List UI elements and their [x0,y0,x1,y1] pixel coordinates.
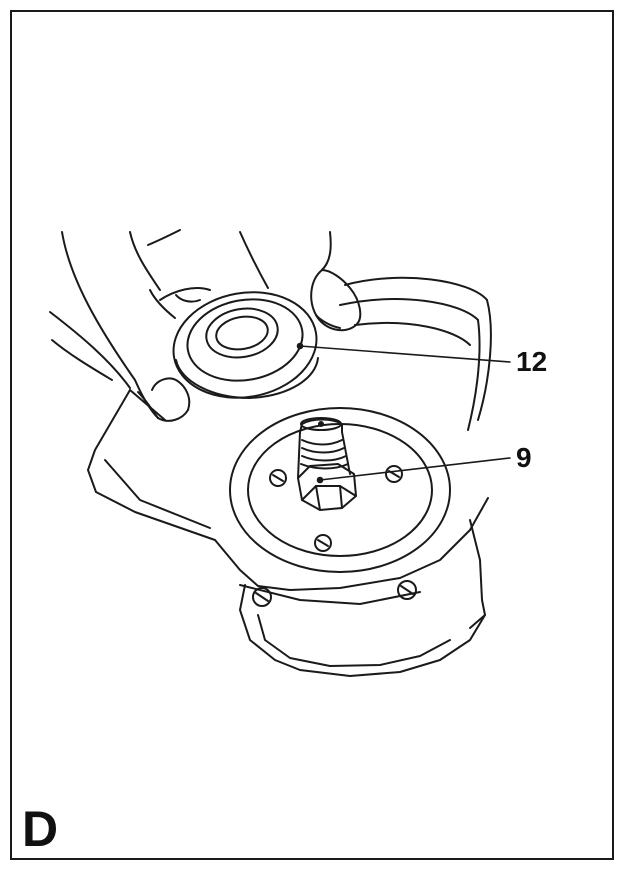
gear-housing [239,519,486,677]
leader-dot-9 [316,476,324,484]
leader-line-12 [299,345,511,363]
leader-line-9 [319,457,511,481]
spindle-part-9 [297,417,357,511]
flange-washer-part-12 [172,291,319,399]
callout-label-9: 9 [516,442,532,473]
wheel-guard [339,276,492,431]
guard-flange-plate [87,389,489,591]
figure-letter: D [22,801,59,857]
leader-dot-12 [296,342,304,350]
figure-frame [10,10,614,860]
leader-lines [296,342,511,484]
hand-illustration [49,229,362,422]
callout-label-12: 12 [516,346,548,377]
